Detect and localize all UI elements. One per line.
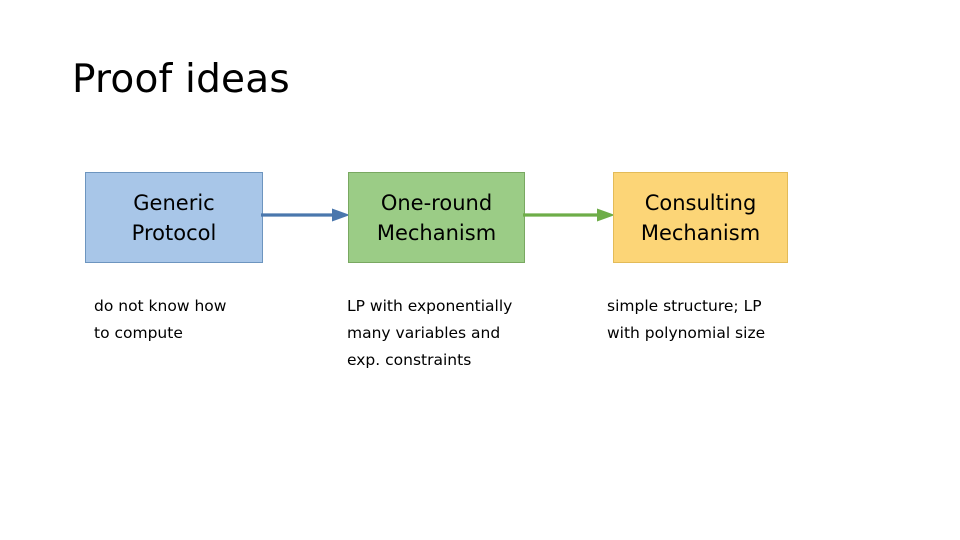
caption-line: to compute bbox=[94, 324, 183, 342]
flow-node-caption-consulting-mechanism: simple structure; LP with polynomial siz… bbox=[607, 293, 837, 347]
caption-line: exp. constraints bbox=[347, 351, 472, 369]
flow-node-label-line1: One-round bbox=[380, 190, 493, 215]
arrow-generic-to-oneround-icon bbox=[261, 206, 350, 224]
caption-line: many variables and bbox=[347, 324, 501, 342]
caption-line: do not know how bbox=[94, 297, 227, 315]
arrow-right-icon bbox=[261, 208, 350, 222]
flow-node-generic-protocol[interactable]: Generic Protocol bbox=[85, 172, 263, 263]
page-title: Proof ideas bbox=[72, 57, 290, 102]
arrow-oneround-to-consulting-icon bbox=[523, 206, 615, 224]
flow-node-label-line2: Mechanism bbox=[376, 220, 497, 245]
flow-node-caption-one-round-mechanism: LP with exponentially many variables and… bbox=[347, 293, 572, 374]
caption-line: with polynomial size bbox=[607, 324, 766, 342]
flow-node-label-line2: Protocol bbox=[131, 220, 217, 245]
flow-node-label-line1: Consulting bbox=[644, 190, 757, 215]
flow-node-one-round-mechanism[interactable]: One-round Mechanism bbox=[348, 172, 525, 263]
flow-node-label-line1: Generic bbox=[133, 190, 215, 215]
flow-node-caption-generic-protocol: do not know how to compute bbox=[94, 293, 304, 347]
flow-node-consulting-mechanism[interactable]: Consulting Mechanism bbox=[613, 172, 788, 263]
flow-node-label-line2: Mechanism bbox=[640, 220, 761, 245]
caption-line: simple structure; LP bbox=[607, 297, 762, 315]
caption-line: LP with exponentially bbox=[347, 297, 513, 315]
arrow-right-icon bbox=[523, 208, 615, 222]
